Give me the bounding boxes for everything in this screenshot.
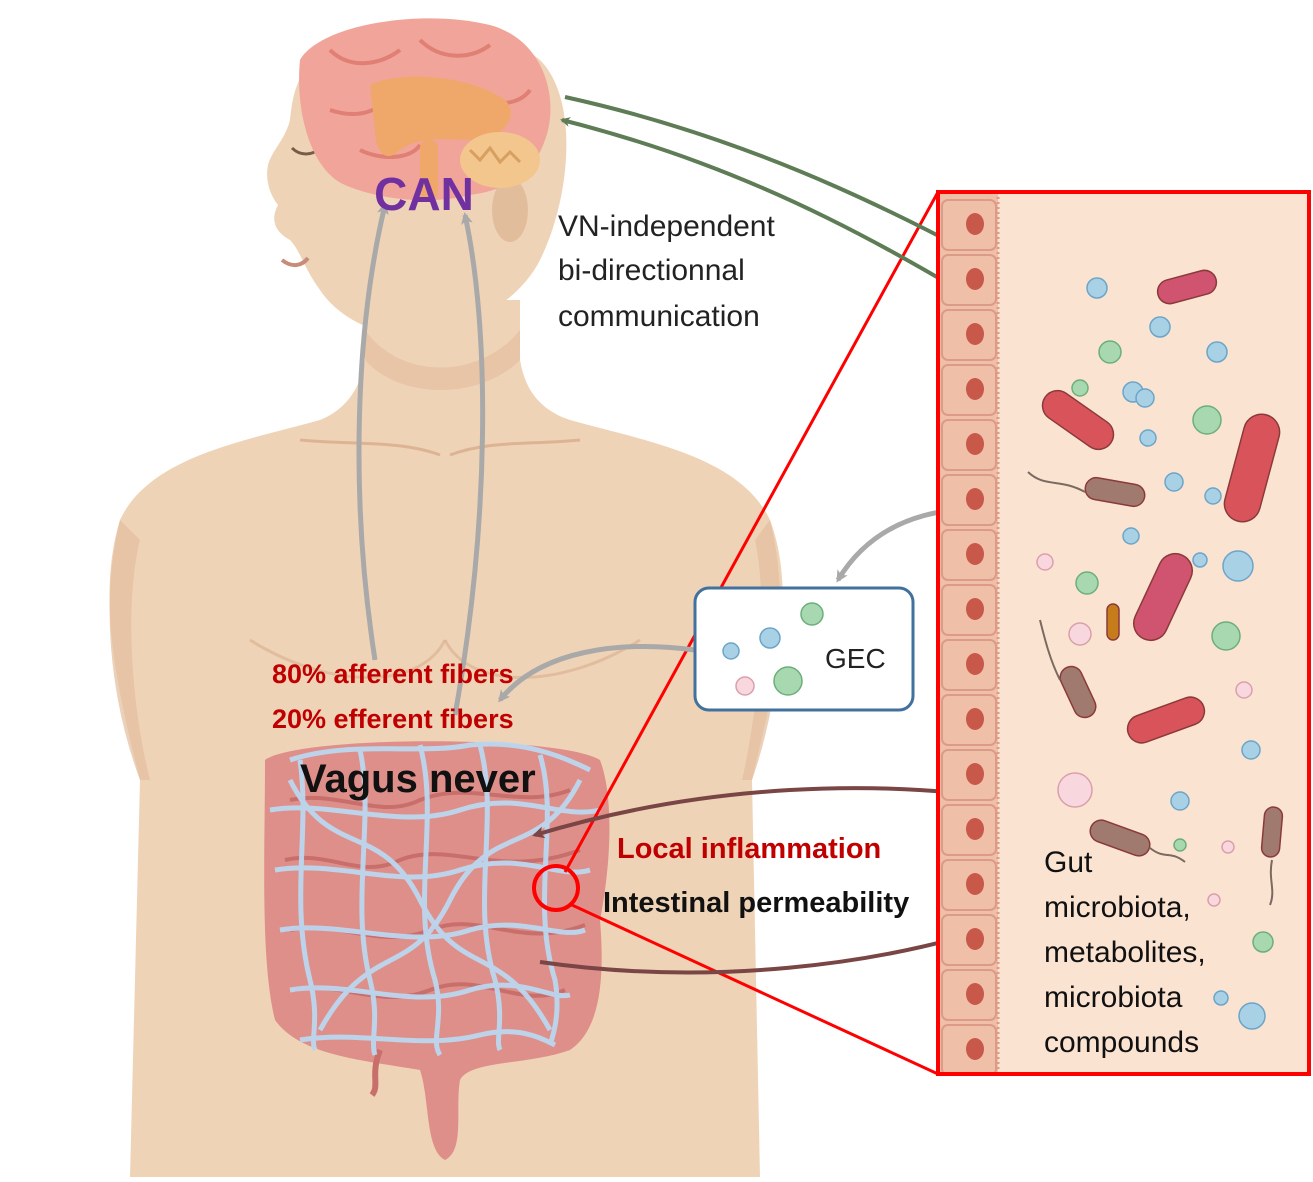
cell-nucleus xyxy=(966,763,984,785)
bacteria-icon xyxy=(1106,603,1120,641)
metabolite-dot-icon xyxy=(1068,622,1092,646)
vagus-nerve-mesh-icon xyxy=(269,741,601,1057)
metabolite-dot-icon xyxy=(1122,527,1140,545)
metabolite-dot-icon xyxy=(1204,487,1222,505)
cell-nucleus xyxy=(966,873,984,895)
flagellum xyxy=(1027,471,1086,493)
cell-nucleus xyxy=(966,818,984,840)
metabolite-dot-icon xyxy=(1207,893,1221,907)
metabolite-dot-icon xyxy=(1192,405,1222,435)
cell-nucleus xyxy=(966,543,984,565)
metabolite-dot-icon xyxy=(1098,340,1122,364)
metabolite-dot-icon xyxy=(1221,840,1235,854)
bacteria-icon xyxy=(1223,413,1281,523)
cell-nucleus xyxy=(966,983,984,1005)
metabolite-dot-icon xyxy=(1173,838,1187,852)
vn-independent-line2: bi-directionnal xyxy=(558,254,745,287)
cell-nucleus xyxy=(966,598,984,620)
efferent-fibers-label: 20% efferent fibers xyxy=(272,704,514,734)
bacteria-icon xyxy=(1041,389,1115,451)
bacteria-icon xyxy=(1089,819,1151,857)
metabolite-dot-icon xyxy=(1222,550,1254,582)
vn-independent-line1: VN-independent xyxy=(558,210,775,243)
gut-label-line5: compounds xyxy=(1044,1026,1199,1059)
zoom-circle xyxy=(532,864,580,912)
afferent-arrow xyxy=(452,212,486,716)
bacteria-icon xyxy=(1084,476,1146,508)
cell-nucleus xyxy=(966,488,984,510)
metabolite-dot-icon xyxy=(1086,277,1108,299)
metabolite-dot-icon xyxy=(1036,553,1054,571)
intestinal-permeability-label: Intestinal permeability xyxy=(603,887,909,919)
afferent-fibers-label: 80% afferent fibers xyxy=(272,659,514,689)
metabolite-dot-icon xyxy=(1139,429,1157,447)
efferent-arrow xyxy=(356,202,389,661)
cell-nucleus xyxy=(966,653,984,675)
flagellum xyxy=(1039,619,1061,681)
cell-nucleus xyxy=(966,928,984,950)
cell-nucleus xyxy=(966,433,984,455)
gec-label: GEC xyxy=(825,643,886,674)
metabolite-dot-icon xyxy=(1192,552,1208,568)
metabolite-dot-icon xyxy=(1149,316,1171,338)
metabolite-dot-icon xyxy=(1164,472,1184,492)
cell-nucleus xyxy=(966,213,984,235)
metabolite-dot-icon xyxy=(1241,740,1261,760)
cell-nucleus xyxy=(966,378,984,400)
metabolite-dot-icon xyxy=(1135,388,1155,408)
cell-nucleus xyxy=(966,268,984,290)
zoom-connector xyxy=(532,191,940,1076)
metabolite-dot-icon xyxy=(1211,621,1241,651)
bacteria-icon xyxy=(1059,665,1097,719)
epithelium-layer xyxy=(938,192,1000,1074)
gut-label-line4: microbiota xyxy=(1044,981,1183,1014)
cell-nucleus xyxy=(966,323,984,345)
bacteria-icon xyxy=(1132,552,1194,642)
gec-to-vagus-arrow xyxy=(498,644,696,703)
metabolite-dot-icon xyxy=(1057,772,1093,808)
bacteria-icon xyxy=(1156,269,1218,305)
intestine-icon xyxy=(264,741,610,1160)
bacteria-icon xyxy=(1260,806,1284,858)
metabolite-dot-icon xyxy=(1170,791,1190,811)
metabolite-dot-icon xyxy=(1252,931,1274,953)
cell-nucleus xyxy=(966,1038,984,1060)
bacteria-icon xyxy=(1126,696,1206,744)
metabolite-dot-icon xyxy=(1075,571,1099,595)
flagellum xyxy=(1149,847,1186,863)
vn-independent-line3: communication xyxy=(558,300,760,333)
gut-lumen-panel xyxy=(936,190,1311,1076)
gut-label-line2: microbiota, xyxy=(1044,891,1191,924)
metabolite-dot-icon xyxy=(1206,341,1228,363)
gut-label-line1: Gut xyxy=(1044,846,1093,879)
gec-box xyxy=(693,586,915,712)
local-inflammation-label: Local inflammation xyxy=(617,833,881,865)
cell-nucleus xyxy=(966,708,984,730)
brain-icon xyxy=(299,18,551,201)
metabolite-dot-icon xyxy=(1235,681,1253,699)
flagellum xyxy=(1269,859,1274,906)
gut-label-line3: metabolites, xyxy=(1044,936,1206,969)
can-label: CAN xyxy=(374,168,474,220)
metabolite-dot-icon xyxy=(1213,990,1229,1006)
microbiota-cluster xyxy=(1027,269,1284,1030)
metabolite-dot-icon xyxy=(1238,1002,1266,1030)
vagus-nerve-label: Vagus never xyxy=(300,757,536,801)
metabolite-dot-icon xyxy=(1071,379,1089,397)
